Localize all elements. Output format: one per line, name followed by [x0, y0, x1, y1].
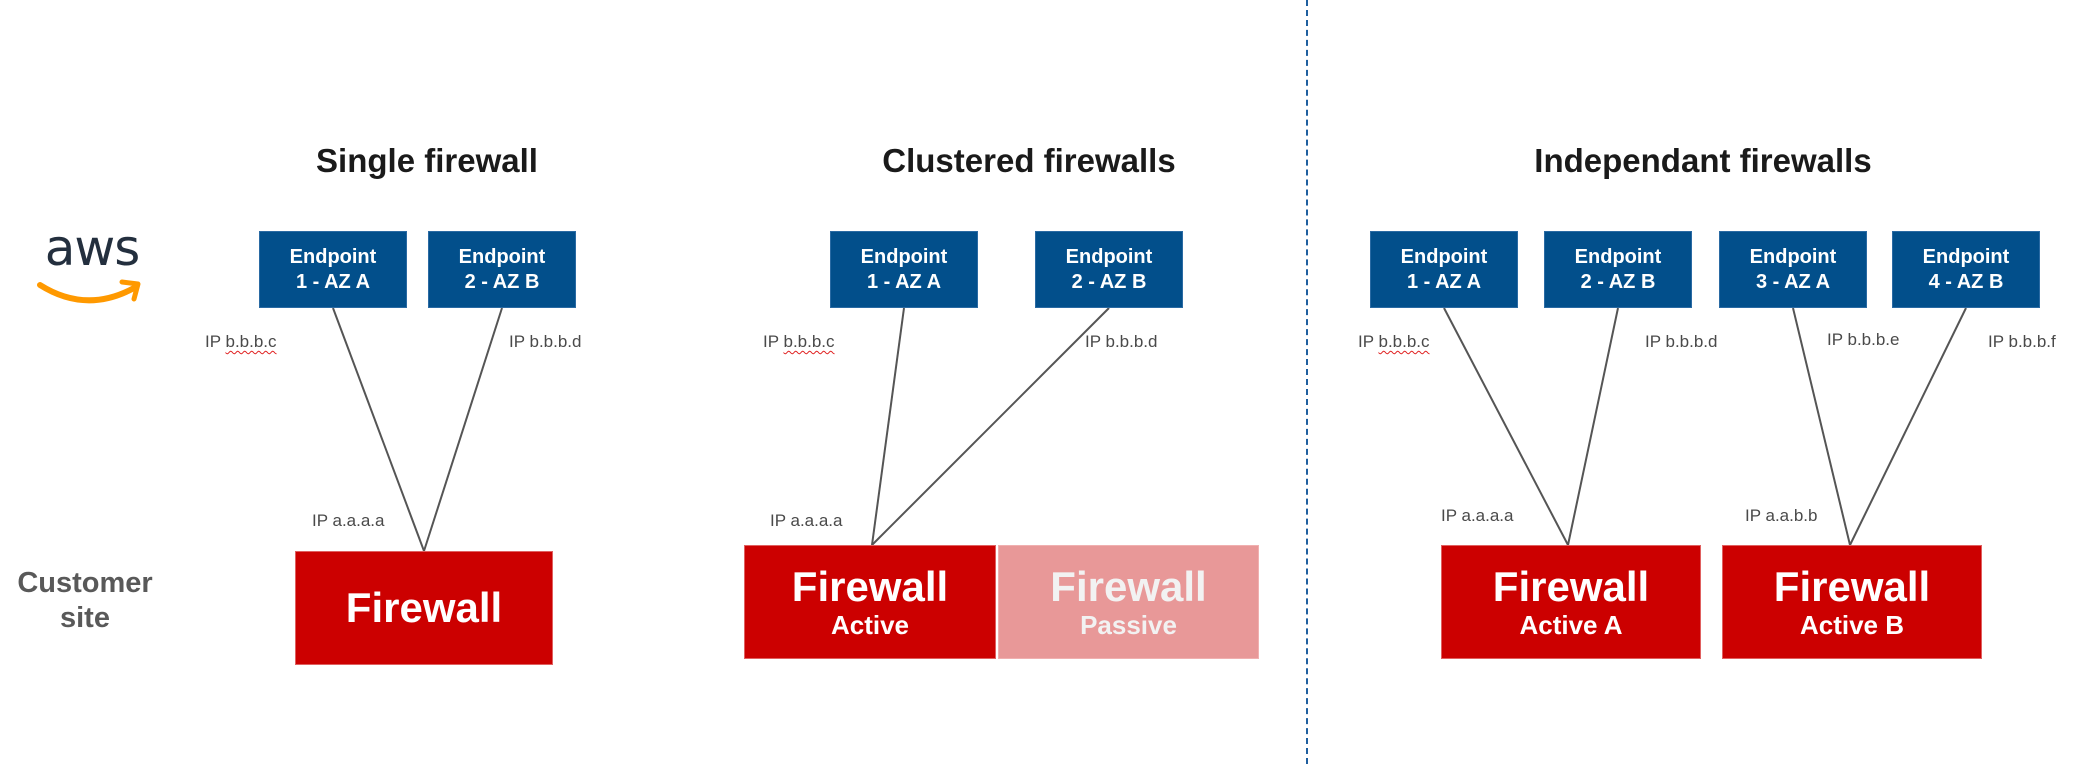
endpoint-ip-label: IP b.b.b.c — [205, 332, 277, 351]
endpoint-box[interactable]: Endpoint 4 - AZ B — [1892, 231, 2040, 308]
connector-line — [1567, 307, 1619, 546]
endpoint-az: 4 - AZ B — [1928, 270, 2004, 293]
endpoint-label: Endpoint — [1065, 245, 1153, 268]
endpoint-az: 2 - AZ B — [1580, 270, 1656, 293]
endpoint-label: Endpoint — [458, 245, 546, 268]
endpoint-box[interactable]: Endpoint 1 - AZ A — [259, 231, 407, 308]
endpoint-ip-label: IP b.b.b.d — [509, 332, 582, 351]
firewall-title: Firewall — [1050, 563, 1207, 610]
endpoint-ip-label: IP b.b.b.c — [1358, 332, 1430, 351]
endpoint-box[interactable]: Endpoint 2 - AZ B — [1035, 231, 1183, 308]
section-divider — [1306, 0, 1308, 764]
section-title-single: Single firewall — [316, 142, 538, 179]
endpoint-az: 1 - AZ A — [295, 270, 371, 293]
section-title-independent: Independant firewalls — [1534, 142, 1872, 179]
connector-line — [423, 307, 503, 552]
endpoint-az: 2 - AZ B — [1071, 270, 1147, 293]
endpoint-label: Endpoint — [860, 245, 948, 268]
endpoint-az: 1 - AZ A — [866, 270, 942, 293]
endpoint-ip-label: IP b.b.b.c — [763, 332, 835, 351]
firewall-ip-label: IP a.a.a.a — [312, 511, 385, 530]
firewall-title: Firewall — [1492, 563, 1650, 610]
spellcheck-flagged-text: b.b.b.c — [1378, 332, 1430, 351]
endpoint-ip-label: IP b.b.b.d — [1645, 332, 1718, 351]
firewall-title: Firewall — [345, 584, 503, 631]
spellcheck-flagged-text: b.b.b.c — [783, 332, 835, 351]
firewall-box-active-b[interactable]: Firewall Active B — [1722, 545, 1982, 659]
firewall-ip-label: IP a.a.b.b — [1745, 506, 1818, 525]
firewall-box-passive[interactable]: Firewall Passive — [998, 545, 1259, 659]
endpoint-label: Endpoint — [1749, 245, 1837, 268]
endpoint-box[interactable]: Endpoint 1 - AZ A — [830, 231, 978, 308]
firewall-state: Active — [830, 610, 910, 640]
endpoint-az: 2 - AZ B — [464, 270, 540, 293]
endpoint-label: Endpoint — [289, 245, 377, 268]
customer-site-line2: site — [60, 602, 110, 634]
endpoint-ip-label: IP b.b.b.d — [1085, 332, 1158, 351]
aws-logo: aws — [34, 220, 150, 308]
firewall-title: Firewall — [791, 563, 949, 610]
endpoint-box[interactable]: Endpoint 3 - AZ A — [1719, 231, 1867, 308]
endpoint-box[interactable]: Endpoint 2 - AZ B — [1544, 231, 1692, 308]
customer-site-line1: Customer — [17, 567, 153, 599]
firewall-box[interactable]: Firewall — [295, 551, 553, 665]
firewall-state: Active B — [1799, 610, 1905, 640]
firewall-state: Passive — [1080, 610, 1177, 640]
firewall-title: Firewall — [1773, 563, 1931, 610]
section-title-clustered: Clustered firewalls — [882, 142, 1176, 179]
endpoint-az: 1 - AZ A — [1406, 270, 1482, 293]
endpoint-ip-label: IP b.b.b.f — [1988, 332, 2056, 351]
connector-line — [871, 307, 905, 546]
endpoint-az: 3 - AZ A — [1755, 270, 1831, 293]
customer-site-label: Customer site — [0, 566, 170, 636]
endpoint-label: Endpoint — [1400, 245, 1488, 268]
aws-smile-icon — [37, 279, 141, 304]
endpoint-label: Endpoint — [1574, 245, 1662, 268]
firewall-ip-label: IP a.a.a.a — [770, 511, 843, 530]
endpoint-box[interactable]: Endpoint 1 - AZ A — [1370, 231, 1518, 308]
endpoint-ip-label: IP b.b.b.e — [1827, 330, 1900, 349]
endpoint-box[interactable]: Endpoint 2 - AZ B — [428, 231, 576, 308]
connector-line — [871, 307, 1110, 546]
firewall-ip-label: IP a.a.a.a — [1441, 506, 1514, 525]
firewall-state: Active A — [1519, 610, 1623, 640]
spellcheck-flagged-text: b.b.b.c — [225, 332, 277, 351]
endpoint-label: Endpoint — [1922, 245, 2010, 268]
aws-logo-text: aws — [44, 219, 141, 277]
firewall-box-active[interactable]: Firewall Active — [744, 545, 996, 659]
firewall-box-active-a[interactable]: Firewall Active A — [1441, 545, 1701, 659]
